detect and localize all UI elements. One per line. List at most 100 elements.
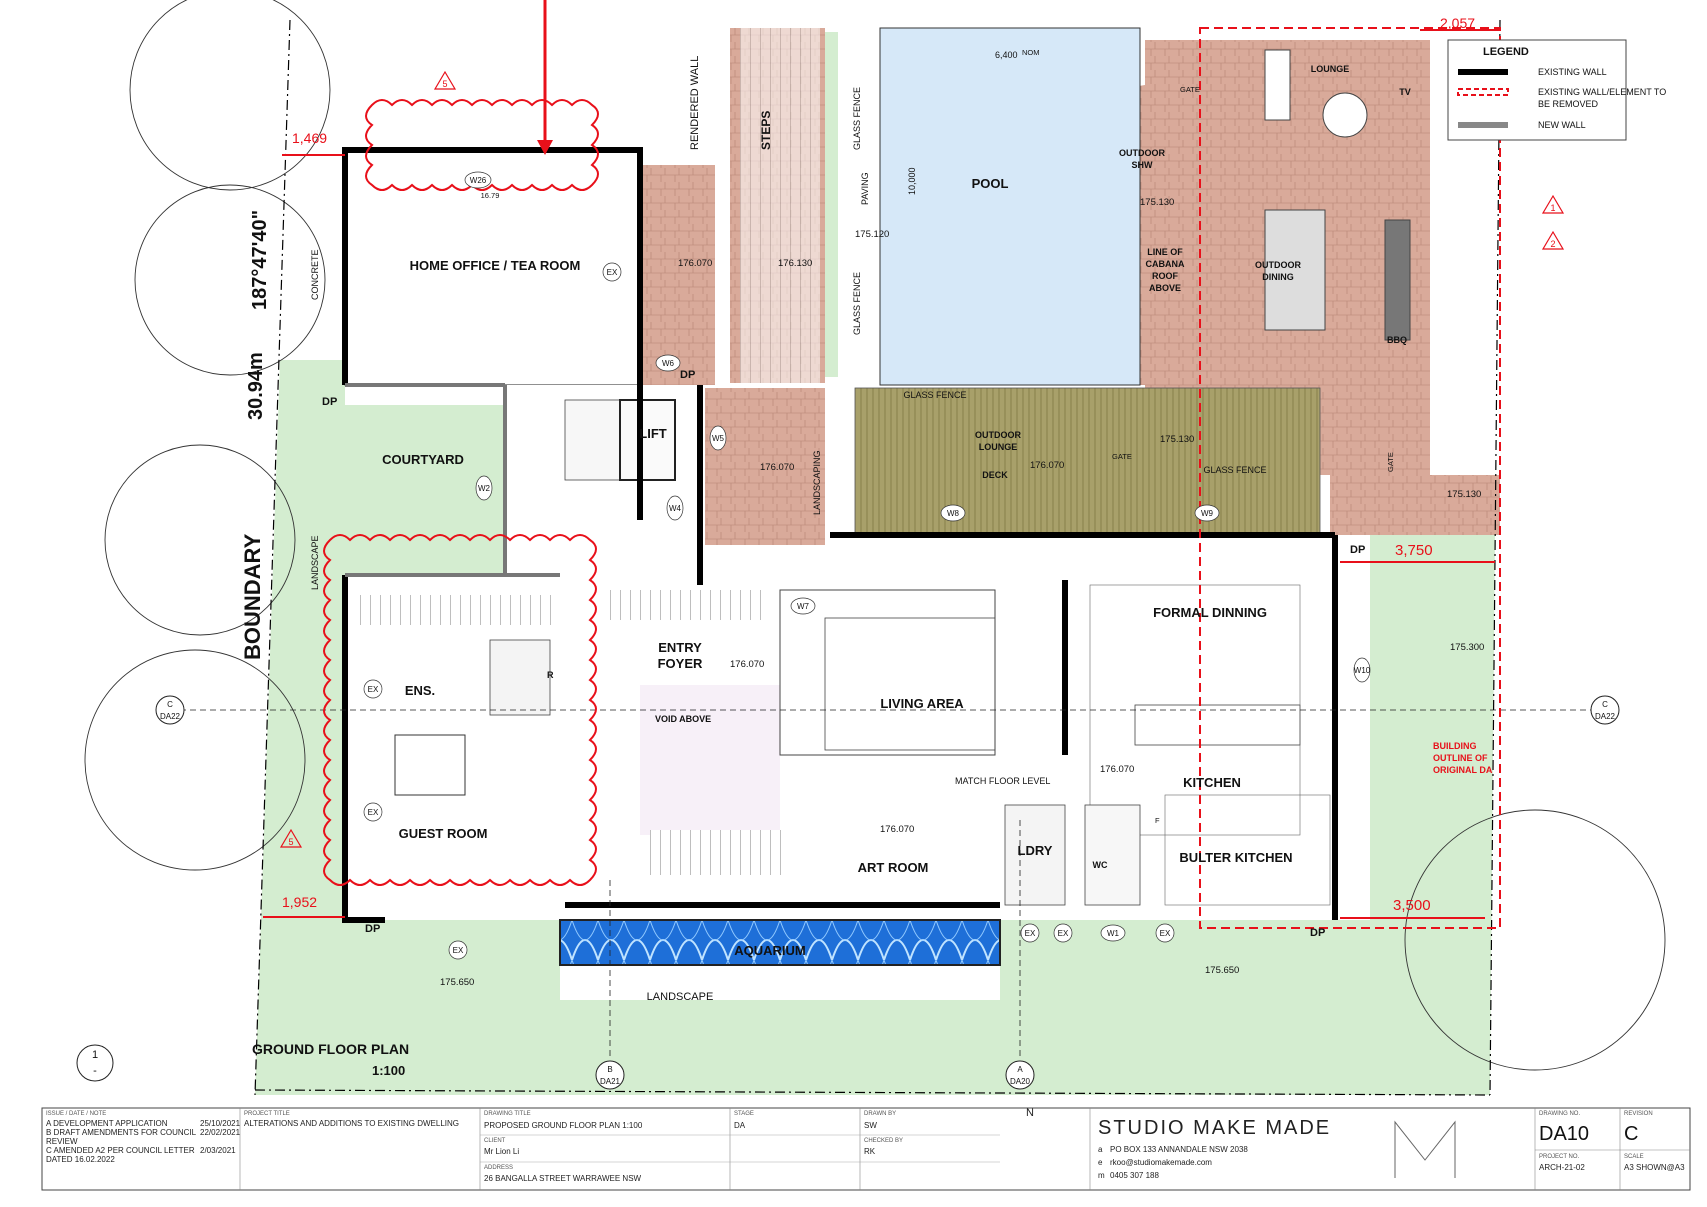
- svg-text:Mr Lion Li: Mr Lion Li: [484, 1147, 519, 1156]
- svg-text:W8: W8: [947, 509, 960, 518]
- fridge-label: F: [1155, 816, 1160, 825]
- svg-text:176.070: 176.070: [1100, 764, 1134, 775]
- room-entry-1: ENTRY: [658, 640, 702, 655]
- svg-text:B: B: [607, 1065, 612, 1074]
- svg-text:175.300: 175.300: [1450, 642, 1484, 653]
- svg-text:C: C: [167, 700, 173, 709]
- svg-text:RK: RK: [864, 1147, 876, 1156]
- svg-text:EX: EX: [453, 946, 464, 955]
- legend-new-wall: NEW WALL: [1538, 120, 1586, 130]
- svg-text:DP: DP: [1350, 544, 1365, 556]
- existing-walls: [342, 147, 1338, 923]
- svg-text:1: 1: [92, 1049, 98, 1061]
- lounge-label: LOUNGE: [1311, 64, 1350, 74]
- pool-length: 10,000: [907, 167, 917, 195]
- svg-text:1,469: 1,469: [292, 130, 327, 146]
- window-tags: W26 W6 W5 W4 W2 W7 W8 W9 W10 W1: [464, 171, 1371, 942]
- cabana-label-1: LINE OF: [1147, 247, 1183, 257]
- spot-levels: 176.070 176.130 175.130 175.120 176.070 …: [440, 197, 1484, 988]
- boundary-lines: [254, 19, 1501, 1096]
- svg-text:175.650: 175.650: [1205, 965, 1239, 976]
- landscaping-label: LANDSCAPING: [812, 450, 822, 515]
- new-walls: [345, 383, 560, 577]
- deck-label: DECK: [982, 470, 1008, 480]
- svg-text:DRAWING NO.: DRAWING NO.: [1539, 1111, 1580, 1117]
- svg-text:176.070: 176.070: [678, 258, 712, 269]
- svg-text:m: m: [1098, 1171, 1105, 1180]
- svg-text:-: -: [93, 1065, 97, 1077]
- revision-letter: C: [1624, 1123, 1638, 1145]
- building-outline-2: OUTLINE OF: [1433, 753, 1488, 763]
- room-courtyard: COURTYARD: [382, 452, 464, 467]
- room-butler-kitchen: BULTER KITCHEN: [1179, 850, 1292, 865]
- removal-outlines: [1199, 27, 1501, 929]
- svg-text:DA22: DA22: [1595, 712, 1616, 721]
- svg-text:1: 1: [1550, 203, 1555, 213]
- room-aquarium: AQUARIUM: [734, 943, 806, 958]
- svg-text:C: C: [1602, 700, 1608, 709]
- svg-text:EX: EX: [1160, 929, 1171, 938]
- building-outline-1: BUILDING: [1433, 741, 1477, 751]
- svg-text:26 BANGALLA STREET WARRAWEE NS: 26 BANGALLA STREET WARRAWEE NSW: [484, 1174, 642, 1183]
- svg-text:DP: DP: [1310, 927, 1325, 939]
- svg-text:175.130: 175.130: [1447, 489, 1481, 500]
- boundary-length: 30.94m: [245, 352, 267, 420]
- tv-label: TV: [1399, 87, 1411, 97]
- section-markers: [76, 695, 1620, 1090]
- section-lines: [170, 709, 1600, 1060]
- svg-text:175.130: 175.130: [1160, 434, 1194, 445]
- robe-label: R: [547, 670, 554, 680]
- svg-text:CLIENT: CLIENT: [484, 1138, 506, 1144]
- svg-text:A: A: [1017, 1065, 1023, 1074]
- svg-text:W10: W10: [1354, 666, 1371, 675]
- svg-text:PROJECT NO.: PROJECT NO.: [1539, 1154, 1580, 1160]
- svg-text:DP: DP: [680, 369, 695, 381]
- svg-text:ARCH-21-02: ARCH-21-02: [1539, 1163, 1585, 1172]
- svg-text:176.070: 176.070: [730, 659, 764, 670]
- svg-text:A DEVELOPMENT APPLICATION: A DEVELOPMENT APPLICATION: [46, 1119, 168, 1128]
- landscape-front-label: LANDSCAPE: [647, 991, 714, 1003]
- title-block: [41, 1107, 1691, 1191]
- room-wc: WC: [1093, 860, 1108, 870]
- svg-text:SCALE: SCALE: [1624, 1154, 1644, 1160]
- legend-removed-1: EXISTING WALL/ELEMENT TO: [1538, 87, 1666, 97]
- match-floor-level: MATCH FLOOR LEVEL: [955, 776, 1050, 786]
- glass-fence-4: GLASS FENCE: [1203, 465, 1266, 475]
- svg-text:5: 5: [442, 79, 447, 89]
- boundary-label: BOUNDARY: [240, 533, 265, 660]
- gate-label-1: GATE: [1180, 85, 1200, 94]
- bbq-label: BBQ: [1387, 335, 1407, 345]
- svg-text:ISSUE / DATE / NOTE: ISSUE / DATE / NOTE: [46, 1111, 106, 1117]
- outdoor-shower-2: SHW: [1132, 160, 1154, 170]
- svg-text:EX: EX: [368, 685, 379, 694]
- room-guest: GUEST ROOM: [399, 826, 488, 841]
- svg-text:CHECKED BY: CHECKED BY: [864, 1138, 903, 1144]
- svg-text:3,500: 3,500: [1393, 897, 1431, 914]
- building-interior: [344, 28, 1411, 920]
- svg-text:EX: EX: [368, 808, 379, 817]
- gate-label-2: GATE: [1112, 452, 1132, 461]
- plan-scale: 1:100: [372, 1063, 405, 1078]
- revision-triangles: 5 5 1 2: [279, 70, 1565, 848]
- svg-text:5: 5: [288, 837, 293, 847]
- svg-text:C AMENDED A2 PER COUNCIL LETTE: C AMENDED A2 PER COUNCIL LETTER: [46, 1146, 195, 1155]
- svg-text:2: 2: [1550, 239, 1555, 249]
- legend-existing-wall: EXISTING WALL: [1538, 67, 1607, 77]
- svg-text:W5: W5: [712, 434, 725, 443]
- boundary-bearing: 187°47'40": [249, 210, 271, 310]
- svg-text:W7: W7: [797, 602, 810, 611]
- svg-text:ADDRESS: ADDRESS: [484, 1165, 513, 1171]
- svg-text:2/03/2021: 2/03/2021: [200, 1146, 236, 1155]
- cabana-label-4: ABOVE: [1149, 283, 1181, 293]
- svg-text:e: e: [1098, 1158, 1103, 1167]
- svg-text:176.070: 176.070: [760, 462, 794, 473]
- glass-fence-3: GLASS FENCE: [903, 390, 966, 400]
- svg-text:175.650: 175.650: [440, 977, 474, 988]
- deck: [854, 387, 1321, 534]
- concrete-label: CONCRETE: [310, 249, 320, 300]
- w26-dim: 16.79: [481, 191, 500, 200]
- svg-text:W6: W6: [662, 359, 675, 368]
- steps-label: STEPS: [759, 111, 773, 150]
- svg-text:22/02/2021: 22/02/2021: [200, 1128, 241, 1137]
